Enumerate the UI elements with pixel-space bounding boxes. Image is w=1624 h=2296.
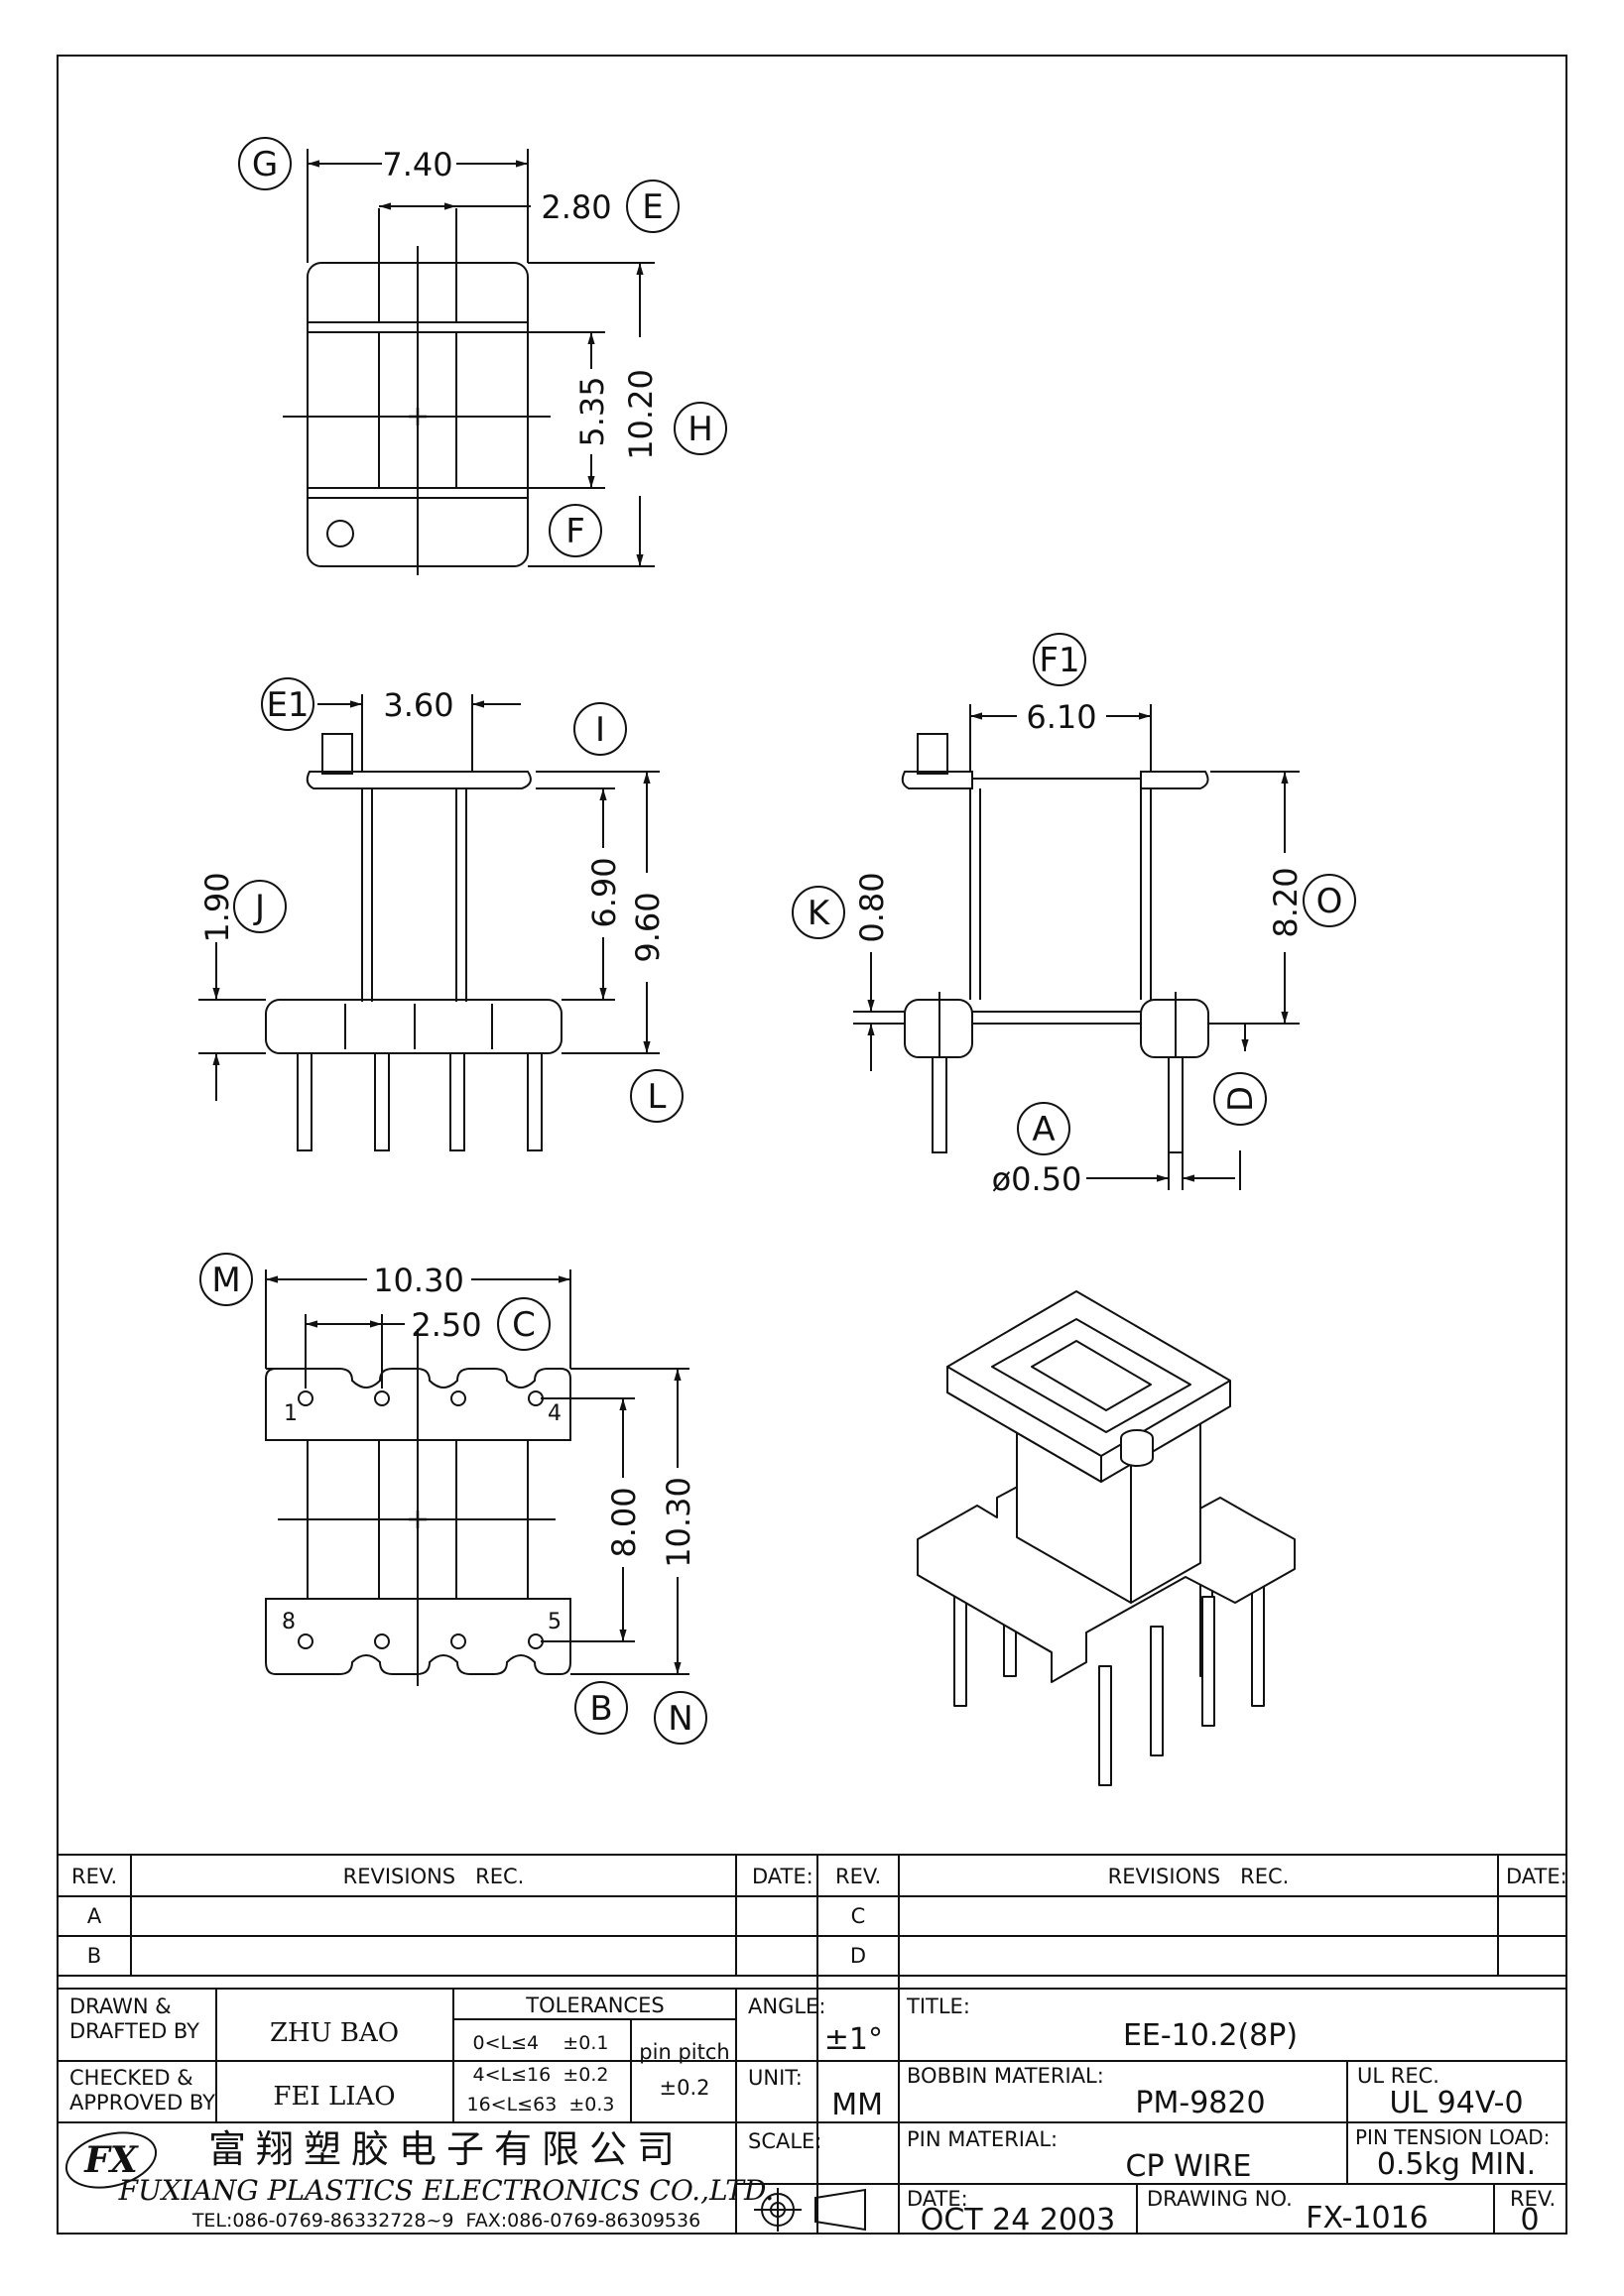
tol-row-2: 4<L≤16 ±0.2 <box>473 2064 609 2086</box>
label-g: G <box>252 145 278 184</box>
drawing-no-value: FX-1016 <box>1306 2201 1429 2236</box>
dim-top-width: 7.40 <box>382 146 452 183</box>
title-label: TITLE: <box>906 1994 970 2018</box>
pin-label-1: 1 <box>284 1401 298 1426</box>
angle-value: ±1° <box>824 2022 883 2057</box>
company-logo: FX <box>83 2139 140 2181</box>
dim-bottom-pitch: 2.50 <box>411 1306 481 1344</box>
sheet-border <box>57 55 1567 2235</box>
label-f1: F1 <box>1039 641 1079 680</box>
revisions-header-right: REVISIONS REC. <box>1108 1865 1290 1888</box>
dim-top-center-height: 5.35 <box>573 376 611 446</box>
bobbin-value: PM-9820 <box>1135 2086 1265 2120</box>
drawn-value: ZHU BAO <box>270 2018 399 2048</box>
pin-material-label: PIN MATERIAL: <box>907 2127 1058 2151</box>
dim-side-flange: 0.80 <box>853 872 891 942</box>
bobbin-label: BOBBIN MATERIAL: <box>907 2064 1104 2088</box>
rev-row-a: A <box>87 1904 102 1928</box>
label-e: E <box>642 187 663 227</box>
dim-top-center: 2.80 <box>541 188 611 226</box>
title-block <box>58 1854 1566 2234</box>
rev-header-left: REV. <box>71 1865 117 1888</box>
dim-bottom-total: 10.30 <box>660 1477 697 1568</box>
rev-row-b: B <box>87 1944 101 1968</box>
date-label: DATE: <box>907 2187 968 2211</box>
company-name-en: FUXIANG PLASTICS ELECTRONICS CO.,LTD. <box>118 2174 775 2207</box>
unit-value: MM <box>831 2088 883 2122</box>
side-view <box>792 633 1356 1190</box>
title-block-text: REV. REVISIONS REC. DATE: REV. REVISIONS… <box>69 1865 1567 2237</box>
label-h: H <box>687 410 713 449</box>
drawn-label: DRAWN &DRAFTED BY <box>69 1994 199 2043</box>
label-o: O <box>1316 882 1343 921</box>
label-e1: E1 <box>266 685 309 725</box>
checked-label: CHECKED &APPROVED BY <box>69 2066 215 2115</box>
title-value: EE-10.2(8P) <box>1123 2018 1298 2053</box>
dim-pin-diameter: ø0.50 <box>992 1160 1082 1198</box>
tol-row-1: 0<L≤4 ±0.1 <box>473 2032 609 2054</box>
scale-label: SCALE: <box>748 2129 821 2153</box>
checked-value: FEI LIAO <box>273 2082 395 2112</box>
date-value: OCT 24 2003 <box>921 2203 1115 2237</box>
dim-side-height: 8.20 <box>1267 867 1305 937</box>
side-view-text: 6.10 8.20 0.80 ø0.50 F1 O K A D <box>808 641 1343 1198</box>
front-view-text: 3.60 6.90 9.60 1.90 E1 I J L <box>198 685 667 1117</box>
top-view <box>238 137 727 575</box>
label-a: A <box>1032 1110 1055 1149</box>
dim-front-base: 1.90 <box>198 872 236 942</box>
pin-label-5: 5 <box>548 1610 562 1634</box>
drawing-no-label: DRAWING NO. <box>1147 2187 1293 2211</box>
dim-bottom-inner: 8.00 <box>605 1487 643 1557</box>
label-l: L <box>648 1077 667 1117</box>
unit-label: UNIT: <box>748 2066 803 2090</box>
date-header-right: DATE: <box>1506 1865 1567 1888</box>
label-b: B <box>589 1689 612 1729</box>
bottom-view-text: 10.30 2.50 8.00 10.30 M C B N 1 4 8 5 <box>211 1261 697 1739</box>
pin-tension-value: 0.5kg MIN. <box>1377 2147 1536 2182</box>
company-contact: TEL:086-0769-86332728~9 FAX:086-0769-863… <box>191 2210 700 2232</box>
ul-label: UL REC. <box>1357 2064 1439 2088</box>
label-j: J <box>253 888 265 927</box>
dim-side-width: 6.10 <box>1026 698 1096 736</box>
dim-front-total: 9.60 <box>629 892 667 962</box>
pin-pitch-label: pin pitch <box>639 2040 729 2064</box>
label-f: F <box>565 512 585 551</box>
isometric-view <box>917 1290 1296 1786</box>
label-i: I <box>595 710 605 750</box>
dim-top-height: 10.20 <box>622 369 660 460</box>
label-k: K <box>808 894 831 933</box>
dim-front-e1: 3.60 <box>383 686 453 724</box>
bottom-view <box>199 1253 707 1745</box>
rev-label: REV. <box>1510 2187 1556 2211</box>
label-m: M <box>211 1261 240 1300</box>
pin-tension-label: PIN TENSION LOAD: <box>1355 2125 1550 2149</box>
front-view <box>198 677 684 1151</box>
rev-value: 0 <box>1520 2203 1539 2237</box>
tolerances-label: TOLERANCES <box>525 1994 664 2017</box>
pin-pitch-value: ±0.2 <box>660 2076 710 2100</box>
tol-row-3: 16<L≤63 ±0.3 <box>467 2094 615 2115</box>
pin-label-4: 4 <box>548 1401 562 1426</box>
revisions-header-left: REVISIONS REC. <box>343 1865 525 1888</box>
dim-bottom-width: 10.30 <box>373 1262 464 1299</box>
pin-label-8: 8 <box>282 1610 296 1634</box>
label-n: N <box>668 1699 692 1739</box>
pin1-marker <box>326 520 354 547</box>
ul-value: UL 94V-0 <box>1389 2086 1523 2120</box>
rev-header-right: REV. <box>835 1865 881 1888</box>
dim-front-body: 6.90 <box>585 857 623 927</box>
angle-label: ANGLE: <box>748 1994 825 2018</box>
rev-row-d: D <box>850 1944 866 1968</box>
rev-row-c: C <box>851 1904 866 1928</box>
company-name-cn: 富翔塑胶电子有限公司 <box>208 2127 685 2171</box>
pin-material-value: CP WIRE <box>1126 2149 1252 2184</box>
top-view-text: 7.40 2.80 10.20 5.35 G E H F <box>252 145 713 551</box>
label-c: C <box>512 1305 536 1345</box>
date-header-left: DATE: <box>752 1865 813 1888</box>
label-d: D <box>1221 1086 1261 1112</box>
